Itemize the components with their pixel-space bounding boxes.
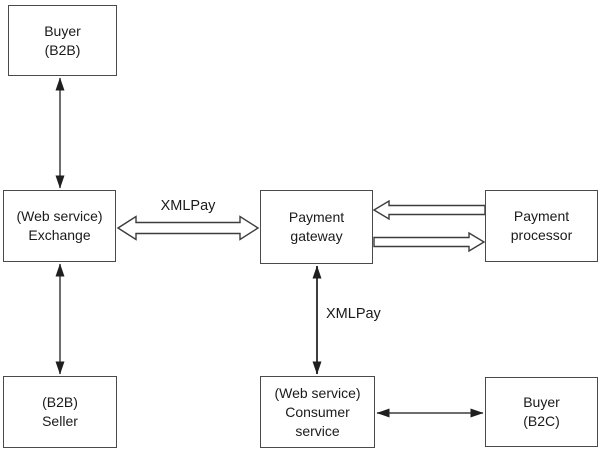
edge-label-xmlpay-horizontal: XMLPay — [160, 198, 216, 214]
xmlpay-arrow-exchange-gateway — [116, 215, 260, 241]
node-buyer-b2b: Buyer (B2B) — [8, 5, 117, 76]
node-payment-gateway: Payment gateway — [260, 190, 373, 264]
node-label-line: Exchange — [28, 227, 91, 243]
node-label-line: Buyer — [44, 22, 81, 39]
node-label-line: (Web service) — [274, 384, 361, 401]
node-label-line: processor — [510, 227, 573, 243]
node-label-line: (B2B) — [42, 394, 78, 410]
node-label-line: Payment — [513, 208, 570, 224]
node-label-line: Seller — [42, 413, 78, 429]
node-payment-processor: Payment processor — [485, 190, 598, 262]
node-label-line: Buyer — [523, 394, 560, 410]
node-label-line: Payment — [288, 209, 345, 225]
node-label-line: (B2B) — [44, 41, 81, 58]
node-label-line: Consumer — [285, 403, 350, 420]
node-web-service-consumer-service: (Web service) Consumer service — [260, 376, 375, 448]
node-web-service-exchange: (Web service) Exchange — [3, 190, 116, 262]
node-label-line: gateway — [290, 228, 343, 244]
arrow-processor-to-gateway — [372, 199, 486, 221]
node-b2b-seller: (B2B) Seller — [3, 376, 117, 448]
node-label-line: service — [295, 422, 340, 439]
node-buyer-b2c: Buyer (B2C) — [485, 377, 598, 447]
node-label-line: (Web service) — [16, 208, 103, 224]
edge-label-xmlpay-vertical: XMLPay — [326, 306, 381, 322]
arrow-gateway-to-processor — [373, 231, 486, 253]
node-label-line: (B2C) — [523, 413, 560, 429]
